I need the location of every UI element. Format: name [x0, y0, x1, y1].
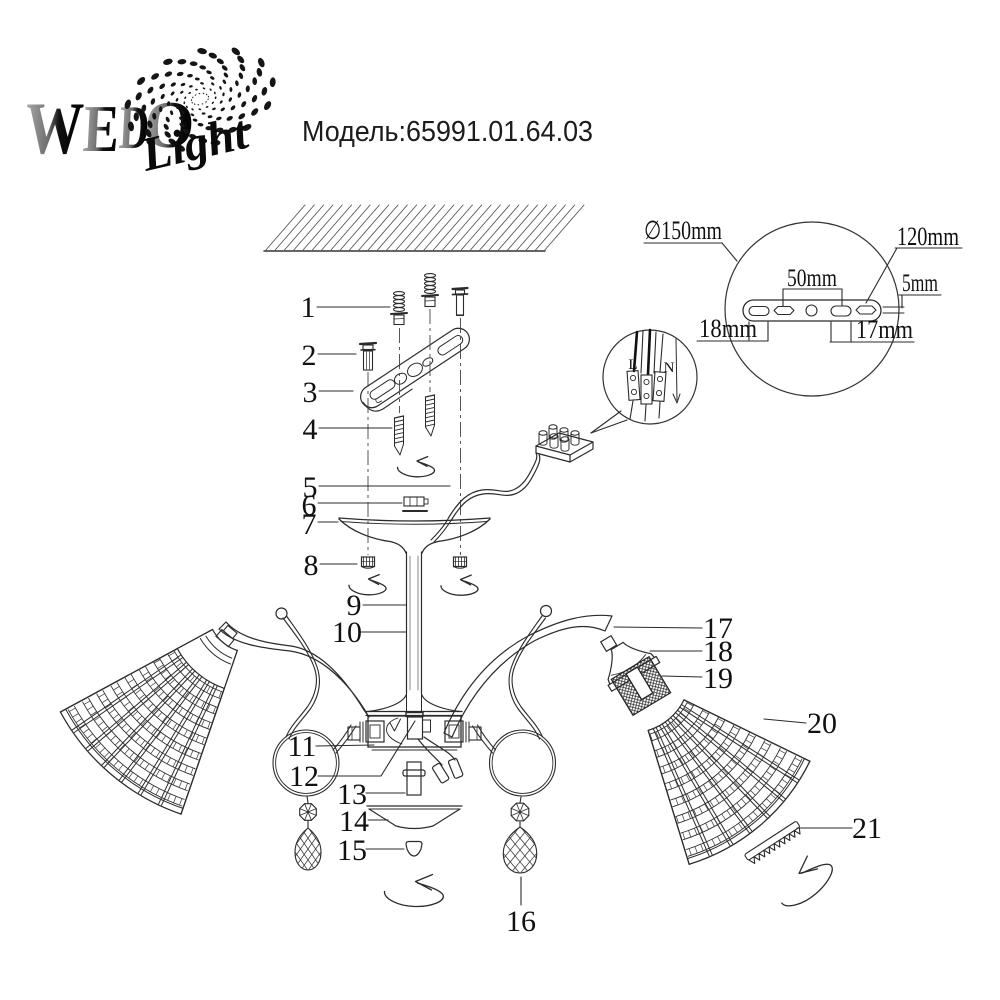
- svg-text:∅150mm: ∅150mm: [644, 216, 722, 245]
- svg-text:18mm: 18mm: [699, 314, 757, 343]
- svg-text:7: 7: [302, 508, 317, 541]
- svg-text:1: 1: [301, 291, 316, 324]
- svg-text:L: L: [628, 357, 637, 373]
- svg-text:5: 5: [303, 471, 318, 504]
- svg-text:E: E: [81, 91, 121, 166]
- svg-text:Модель:65991.01.64.03: Модель:65991.01.64.03: [302, 116, 593, 148]
- svg-text:20: 20: [807, 707, 837, 740]
- svg-text:120mm: 120mm: [897, 222, 959, 251]
- svg-text:21: 21: [852, 812, 882, 845]
- svg-text:17: 17: [703, 612, 733, 645]
- svg-text:9: 9: [347, 589, 362, 622]
- svg-text:18: 18: [703, 635, 733, 668]
- svg-text:11: 11: [288, 730, 317, 763]
- svg-text:14: 14: [339, 805, 369, 838]
- svg-text:2: 2: [302, 339, 317, 372]
- svg-text:W: W: [23, 88, 85, 170]
- svg-text:6: 6: [302, 489, 317, 522]
- svg-text:19: 19: [703, 662, 733, 695]
- svg-text:4: 4: [303, 413, 318, 446]
- svg-text:5mm: 5mm: [902, 270, 938, 297]
- svg-text:15: 15: [337, 834, 367, 867]
- svg-text:N: N: [664, 360, 675, 376]
- svg-text:16: 16: [506, 905, 536, 938]
- svg-text:12: 12: [289, 760, 319, 793]
- svg-text:17mm: 17mm: [856, 315, 913, 344]
- svg-text:13: 13: [337, 778, 367, 811]
- svg-text:3: 3: [303, 376, 318, 409]
- svg-text:50mm: 50mm: [787, 265, 837, 292]
- svg-text:8: 8: [304, 549, 319, 582]
- svg-text:10: 10: [332, 616, 362, 649]
